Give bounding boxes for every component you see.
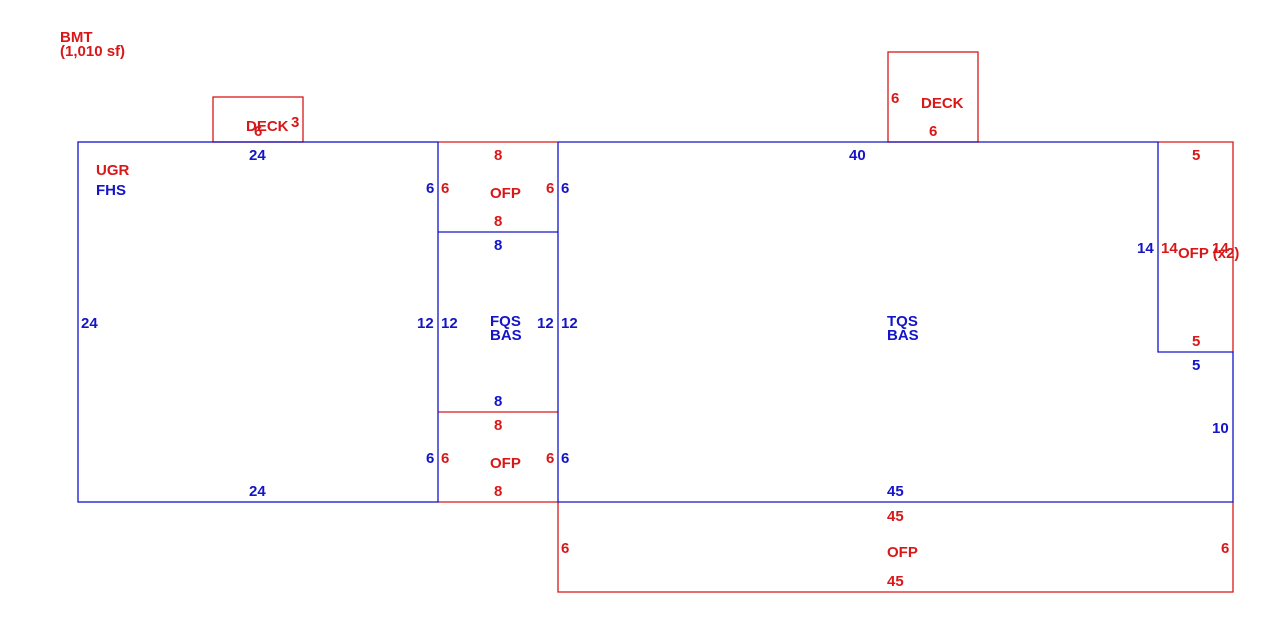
fqs-code-fqs: FQS bbox=[490, 313, 521, 330]
ofp-top-mid-dim-bottom: 8 bbox=[494, 213, 502, 230]
ofp-bot-mid-label: OFP bbox=[490, 455, 521, 472]
sketch-area-total: (1,010 sf) bbox=[60, 43, 125, 60]
ofp-bot-mid-dim-top: 8 bbox=[494, 417, 502, 434]
ofp-bottom-dim-top: 45 bbox=[887, 508, 904, 525]
fqs-dim-top: 8 bbox=[494, 237, 502, 254]
ofp-top-mid-dim-top: 8 bbox=[494, 147, 502, 164]
tqs-dim-right-upper: 14 bbox=[1137, 240, 1154, 257]
fhs-dim-right-lower: 6 bbox=[426, 450, 434, 467]
tqs-dim-right-lower: 10 bbox=[1212, 420, 1229, 437]
tqs-dim-left-mid: 12 bbox=[561, 315, 578, 332]
fhs-dim-bottom: 24 bbox=[249, 483, 266, 500]
ofp-bottom-dim-bottom: 45 bbox=[887, 573, 904, 590]
tqs-code-tqs: TQS bbox=[887, 313, 918, 330]
ofp-right-dim-left: 14 bbox=[1161, 240, 1178, 257]
deck-right-dim-bottom: 6 bbox=[929, 123, 937, 140]
fhs-code-fhs: FHS bbox=[96, 182, 126, 199]
fqs-dim-left: 12 bbox=[441, 315, 458, 332]
fhs-dim-left: 24 bbox=[81, 315, 98, 332]
deck-left-label: DECK bbox=[246, 118, 289, 135]
ofp-bottom-dim-right: 6 bbox=[1221, 540, 1229, 557]
fhs-dim-top: 24 bbox=[249, 147, 266, 164]
fqs-dim-bottom: 8 bbox=[494, 393, 502, 410]
fhs-dim-right: 12 bbox=[417, 315, 434, 332]
tqs-dim-left-lower: 6 bbox=[561, 450, 569, 467]
ofp-right-dim-top: 5 bbox=[1192, 147, 1200, 164]
fqs-dim-right: 12 bbox=[537, 315, 554, 332]
deck-left-dim-top: 6 bbox=[254, 123, 262, 140]
tqs-dim-bottom: 45 bbox=[887, 483, 904, 500]
tqs-dim-left-upper: 6 bbox=[561, 180, 569, 197]
ofp-bottom-dim-left: 6 bbox=[561, 540, 569, 557]
tqs-outline bbox=[557, 141, 1234, 503]
tqs-dim-step: 5 bbox=[1192, 357, 1200, 374]
ofp-bottom-label: OFP bbox=[887, 544, 918, 561]
ofp-bottom-outline bbox=[557, 502, 1234, 593]
ofp-right-label: OFP (x2) bbox=[1178, 245, 1239, 262]
sketch-label: BMT bbox=[60, 29, 93, 46]
ofp-bot-mid-dim-left: 6 bbox=[441, 450, 449, 467]
ofp-right-outline bbox=[1158, 141, 1234, 352]
ofp-right-dim-right: 14 bbox=[1212, 240, 1229, 257]
tqs-dim-top: 40 bbox=[849, 147, 866, 164]
fhs-code-ugr: UGR bbox=[96, 162, 130, 179]
ofp-bot-mid-dim-bottom: 8 bbox=[494, 483, 502, 500]
fhs-outline bbox=[77, 141, 439, 503]
deck-left-dim-right: 3 bbox=[291, 114, 299, 131]
ofp-bot-mid-dim-right: 6 bbox=[546, 450, 554, 467]
ofp-right-dim-bottom: 5 bbox=[1192, 333, 1200, 350]
deck-right-dim-left: 6 bbox=[891, 90, 899, 107]
ofp-top-mid-dim-right: 6 bbox=[546, 180, 554, 197]
fhs-dim-right-upper: 6 bbox=[426, 180, 434, 197]
ofp-top-mid-label: OFP bbox=[490, 185, 521, 202]
deck-right-label: DECK bbox=[921, 95, 964, 112]
tqs-code-bas: BAS bbox=[887, 327, 919, 344]
ofp-top-mid-dim-left: 6 bbox=[441, 180, 449, 197]
fqs-code-bas: BAS bbox=[490, 327, 522, 344]
